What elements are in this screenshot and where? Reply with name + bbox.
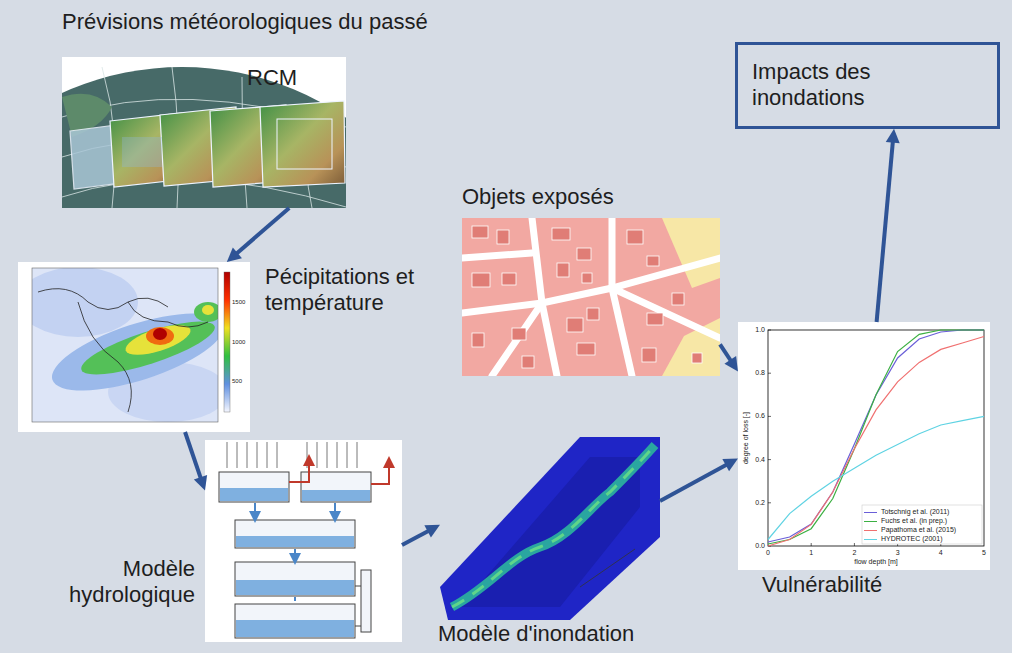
flood-map: [440, 437, 660, 620]
legend-text: Totschnig et al. (2011): [881, 508, 949, 515]
legend-line: [864, 512, 877, 513]
flow-arrow: [720, 344, 738, 371]
tick-label: 0.6: [755, 412, 765, 420]
colorbar-value: 1500: [232, 299, 245, 306]
arrow-line: [402, 530, 431, 546]
flow-arrow: [877, 129, 900, 322]
flow-arrow: [185, 432, 207, 491]
legend-text: Fuchs et al. (in prep.): [881, 517, 947, 524]
panel-caption: Objets exposés: [462, 184, 614, 210]
tick-label: 4: [939, 549, 943, 557]
rcm-map: [62, 57, 346, 208]
legend-line: [864, 521, 877, 522]
tick-label: 0.4: [755, 456, 765, 464]
arrow-line: [234, 208, 289, 255]
precipitation-map: [18, 262, 250, 432]
map-panel: Objets exposés: [462, 218, 720, 376]
colorbar-value: 1000: [232, 339, 245, 346]
arrow-head: [722, 458, 738, 471]
arrow-line: [877, 139, 894, 322]
map-panel: Pécipitations et température: [18, 262, 250, 432]
building-map: [462, 218, 720, 376]
legend-item: HYDROTEC (2001): [864, 534, 942, 543]
panel-caption: Vulnérabilité: [762, 572, 882, 598]
legend-line: [864, 539, 877, 540]
tick-label: 5: [982, 549, 986, 557]
arrow-line: [660, 463, 729, 501]
legend-text: HYDROTEC (2001): [881, 535, 942, 542]
panel-caption: Modèle hydrologique: [45, 556, 195, 609]
tick-label: 0.8: [755, 369, 765, 377]
arrow-head: [724, 356, 738, 372]
model-panel: Modèle hydrologique: [205, 440, 402, 642]
arrow-head: [227, 248, 242, 262]
axis-title: flow depth [m]: [854, 558, 898, 566]
flow-arrow: [402, 525, 440, 545]
arrow-head: [424, 525, 440, 538]
legend-item: Totschnig et al. (2011): [864, 507, 949, 516]
tick-label: 0: [766, 549, 770, 557]
arrow-head: [886, 129, 900, 144]
tick-label: 2: [852, 549, 856, 557]
arrow-line: [185, 432, 202, 481]
tick-label: 0.2: [755, 499, 765, 507]
tick-label: 1: [809, 549, 813, 557]
tick-label: 1.0: [755, 326, 765, 334]
legend-text: Papathoma et al. (2015): [881, 526, 956, 533]
panel-caption: Pécipitations et température: [265, 264, 455, 317]
map-label: RCM: [247, 65, 297, 91]
panel-caption: Modèle d'inondation: [438, 621, 634, 647]
colorbar-value: 500: [232, 378, 242, 385]
flow-arrow: [227, 208, 289, 262]
map-panel: Modèle d'inondation: [440, 437, 660, 620]
legend-item: Fuchs et al. (in prep.): [864, 516, 947, 525]
map-panel: Prévisions météorologiques du passéRCM: [62, 57, 346, 208]
panel-caption: Prévisions météorologiques du passé: [62, 9, 428, 35]
tick-label: 3: [896, 549, 900, 557]
tick-label: 0.0: [755, 542, 765, 550]
axis-title: degree of loss [-]: [742, 412, 750, 464]
result-box: Impacts des inondations: [735, 42, 1000, 129]
legend-line: [864, 530, 877, 531]
box-text: Impacts des inondations: [752, 59, 922, 112]
flow-arrow: [660, 458, 738, 501]
arrow-head: [194, 475, 207, 491]
reservoir-model: [205, 440, 402, 642]
legend-item: Papathoma et al. (2015): [864, 525, 956, 534]
